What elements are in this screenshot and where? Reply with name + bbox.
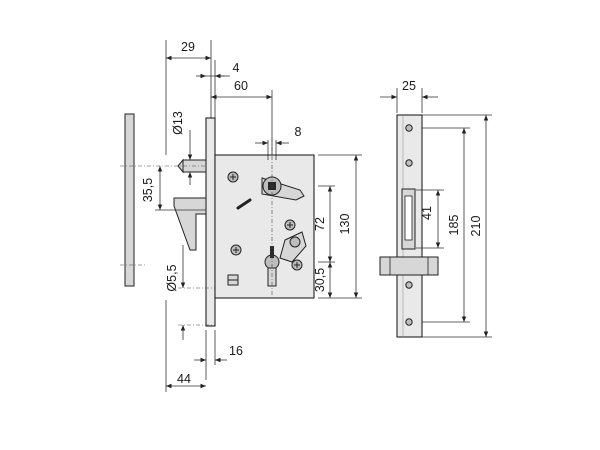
faceplate: [205, 117, 216, 327]
dim-185: 185: [447, 215, 461, 236]
front-view: 29 4 60 8 Ø13 35,5 Ø5,5 72: [120, 40, 362, 392]
strike-plate: [124, 113, 135, 287]
dim-30-5: 30,5: [313, 268, 327, 292]
dim-210: 210: [469, 216, 483, 237]
dim-diameter-13: Ø13: [171, 111, 185, 135]
side-view: 25 41 185 210: [379, 79, 492, 338]
hook-bolt: [173, 197, 207, 251]
dim-44: 44: [177, 372, 191, 386]
slot: [236, 198, 252, 210]
dim-4: 4: [233, 61, 240, 75]
dim-16: 16: [229, 344, 243, 358]
case-screw-mid: [284, 219, 296, 231]
dim-29: 29: [181, 40, 195, 54]
case-screw-top: [227, 171, 239, 183]
side-screw-3: [405, 281, 413, 289]
case-screw-bottom: [230, 244, 242, 256]
side-screw-1: [405, 124, 413, 132]
side-screw-2: [405, 159, 413, 167]
dim-diameter-5-5: Ø5,5: [165, 264, 179, 291]
side-cylinder-block: [379, 256, 439, 276]
dim-25: 25: [402, 79, 416, 93]
side-screw-4: [405, 318, 413, 326]
case-screw-right: [291, 259, 303, 271]
dim-8: 8: [295, 125, 302, 139]
dim-60: 60: [234, 79, 248, 93]
dim-35-5: 35,5: [141, 178, 155, 202]
dim-41: 41: [420, 206, 434, 220]
dim-72: 72: [313, 217, 327, 231]
dim-130: 130: [338, 214, 352, 235]
